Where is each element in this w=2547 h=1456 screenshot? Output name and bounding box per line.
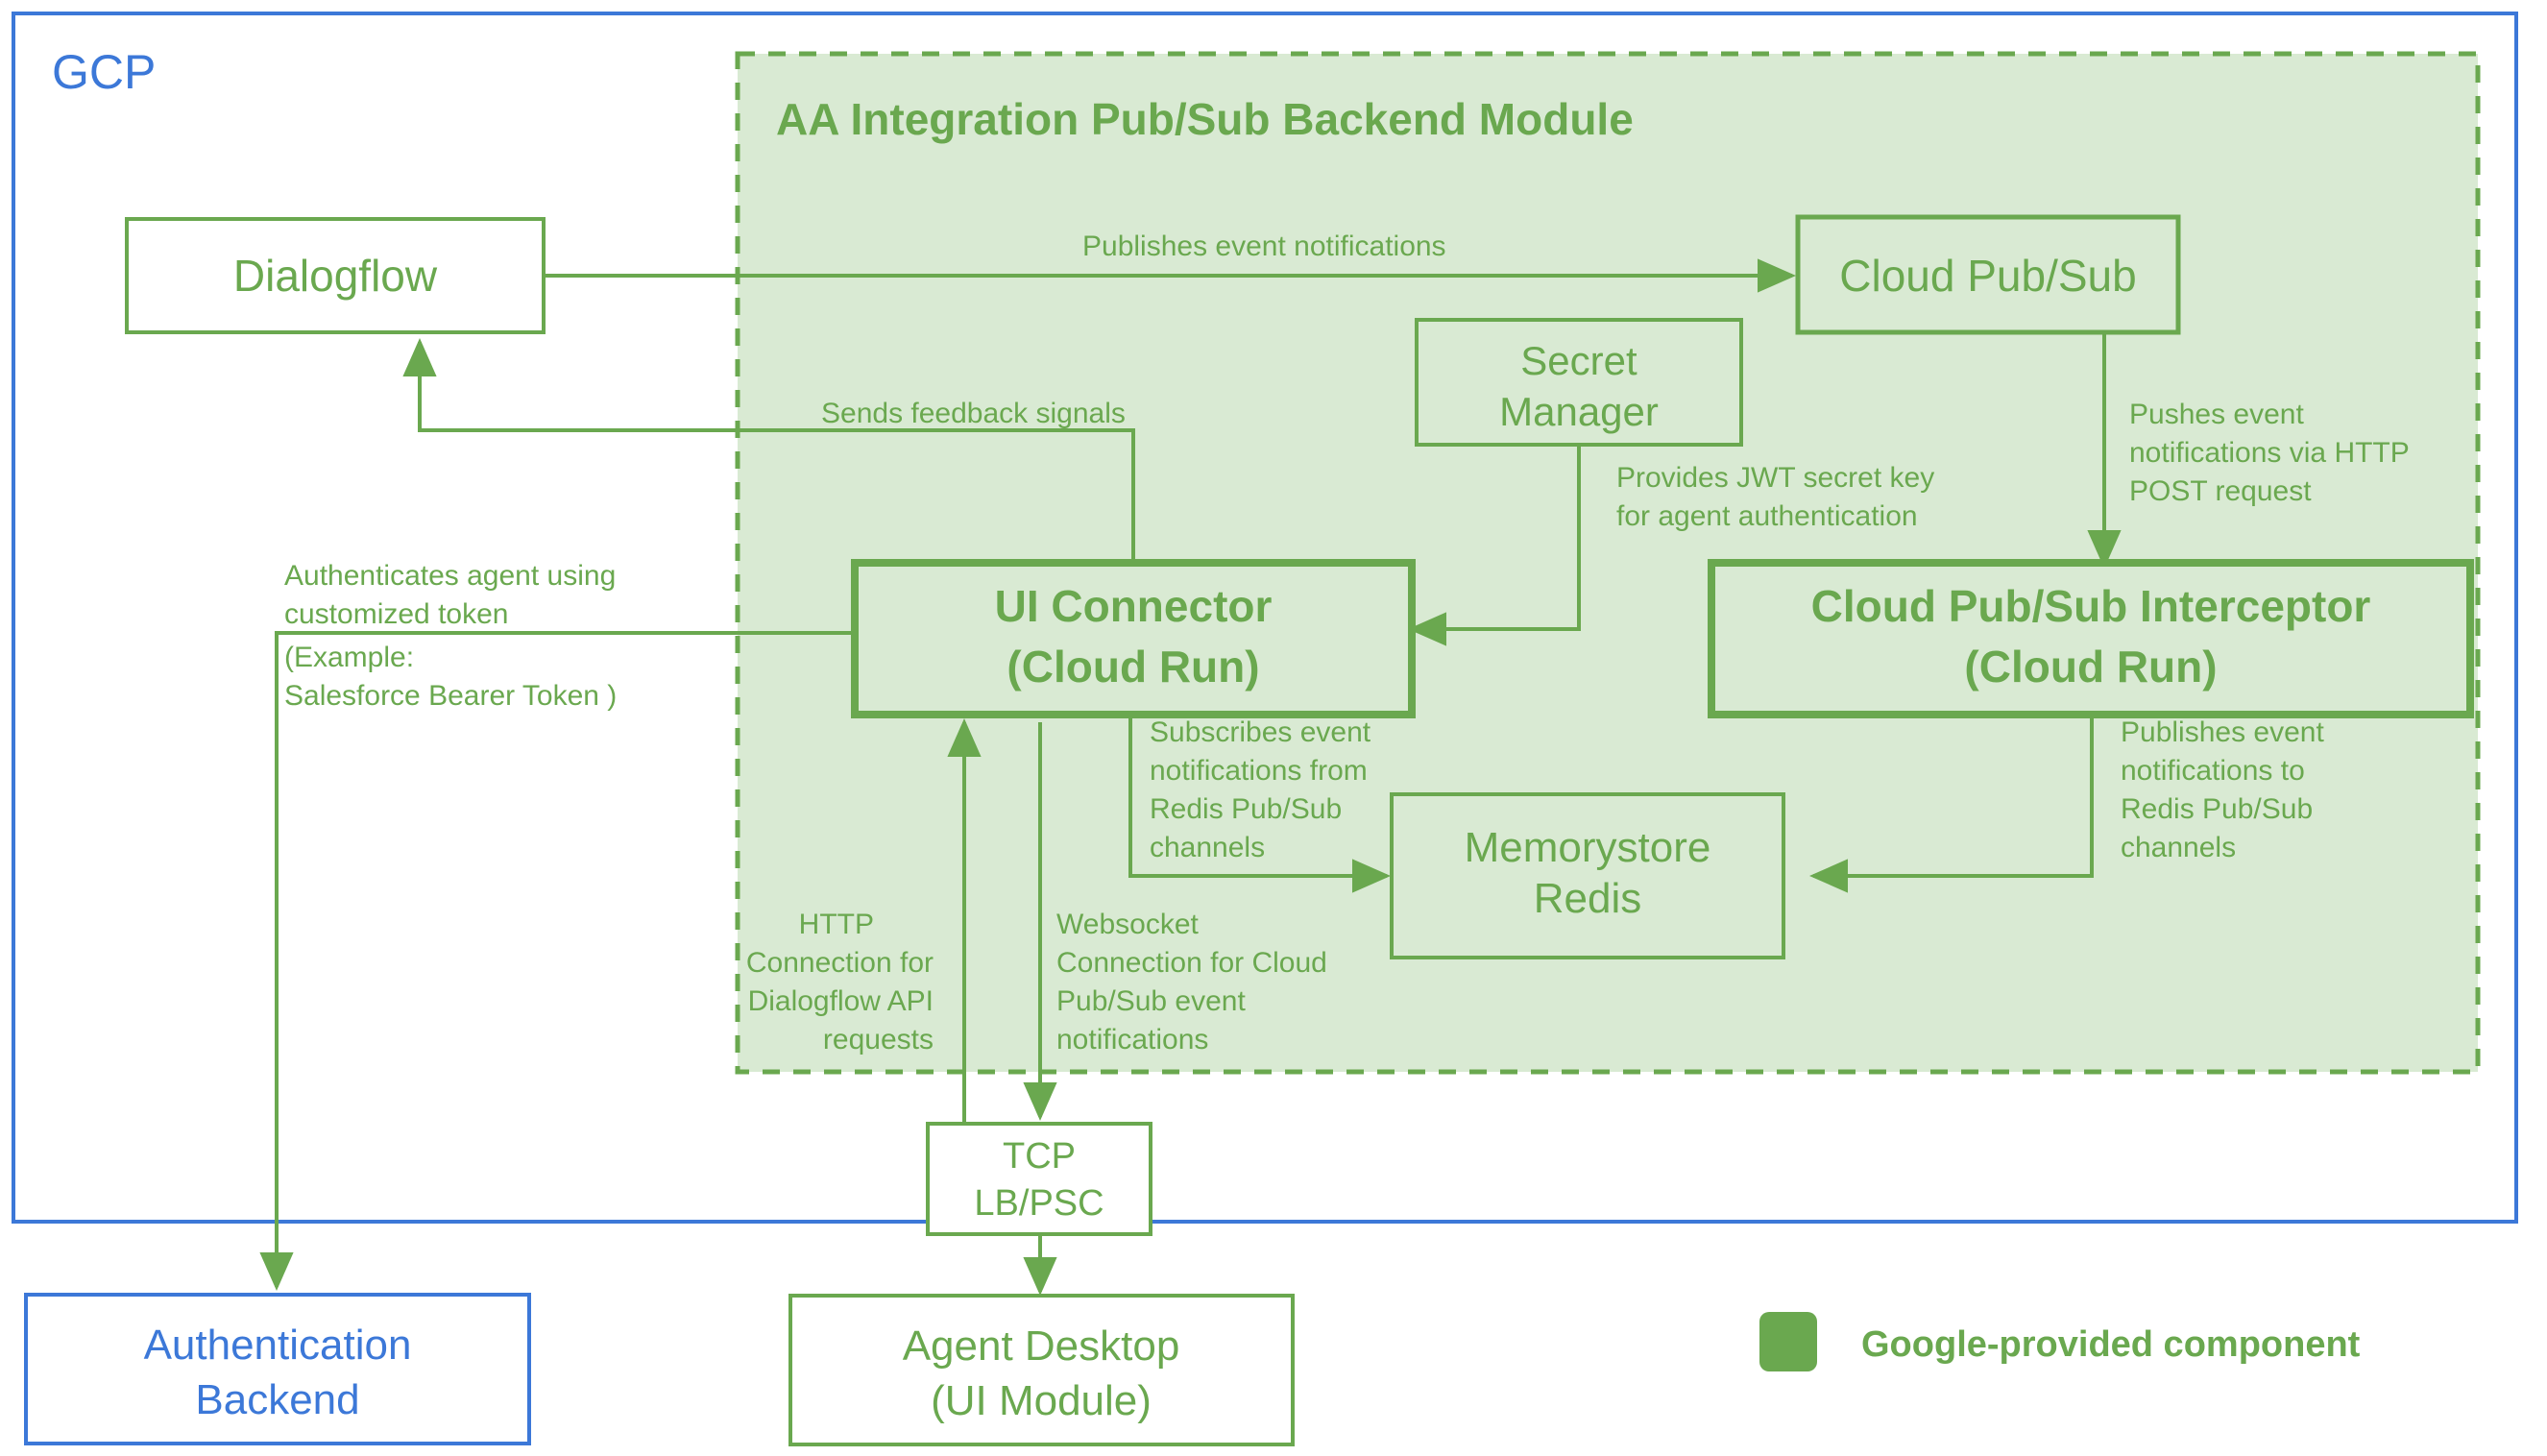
node-cloud-pubsub-label: Cloud Pub/Sub bbox=[1839, 251, 2136, 301]
node-dialogflow-label: Dialogflow bbox=[233, 251, 438, 301]
node-cloud-pubsub[interactable]: Cloud Pub/Sub bbox=[1795, 214, 2181, 335]
edge-label-websocket-3: Pub/Sub event bbox=[1056, 985, 1246, 1017]
edge-label-authenticates-1: Authenticates agent using bbox=[284, 560, 616, 592]
node-ui-connector-label-1: UI Connector bbox=[995, 581, 1273, 631]
edge-label-pushes-2: notifications via HTTP bbox=[2129, 437, 2410, 469]
node-cloud-pubsub-interceptor[interactable]: Cloud Pub/Sub Interceptor (Cloud Run) bbox=[1708, 559, 2474, 718]
edge-label-pushes-3: POST request bbox=[2129, 475, 2312, 507]
edge-label-publishes-event-notifications: Publishes event notifications bbox=[1082, 231, 1446, 262]
edge-interceptor-to-memorystore bbox=[1809, 713, 2094, 893]
edge-label-publishes-redis-1: Publishes event bbox=[2121, 716, 2324, 748]
edge-uiconnector-to-auth-backend bbox=[259, 631, 860, 1291]
edge-label-authenticates-2: customized token bbox=[284, 598, 508, 630]
edge-label-websocket-1: Websocket bbox=[1056, 909, 1200, 940]
node-dialogflow[interactable]: Dialogflow bbox=[125, 217, 546, 334]
node-secret-manager[interactable]: Secret Manager bbox=[1415, 318, 1743, 447]
edge-label-websocket-2: Connection for Cloud bbox=[1056, 947, 1327, 979]
node-memorystore-redis-label-2: Redis bbox=[1534, 875, 1642, 922]
edge-label-provides-jwt-2: for agent authentication bbox=[1616, 500, 1918, 532]
node-cloud-pubsub-interceptor-label-2: (Cloud Run) bbox=[1964, 642, 2217, 692]
node-authentication-backend-box[interactable] bbox=[24, 1293, 531, 1445]
edge-label-http-2: Connection for bbox=[746, 947, 934, 979]
node-memorystore-redis-label-1: Memorystore bbox=[1465, 824, 1711, 871]
node-tcp-lb-psc-label-2: LB/PSC bbox=[974, 1183, 1104, 1224]
node-secret-manager-box[interactable] bbox=[1415, 318, 1743, 447]
node-cloud-pubsub-interceptor-label-1: Cloud Pub/Sub Interceptor bbox=[1811, 581, 2371, 631]
node-tcp-lb-psc[interactable]: TCP LB/PSC bbox=[926, 1122, 1152, 1236]
gcp-label: GCP bbox=[52, 45, 156, 99]
node-tcp-lb-psc-box[interactable] bbox=[926, 1122, 1152, 1236]
node-ui-connector-box[interactable] bbox=[851, 559, 1416, 718]
edge-label-subscribes-1: Subscribes event bbox=[1150, 716, 1371, 748]
edge-label-subscribes-2: notifications from bbox=[1150, 755, 1368, 787]
node-tcp-lb-psc-label-1: TCP bbox=[1003, 1136, 1076, 1177]
node-agent-desktop[interactable]: Agent Desktop (UI Module) bbox=[788, 1294, 1295, 1446]
edge-uiconnector-to-memorystore bbox=[1128, 713, 1391, 893]
edge-secretmanager-to-uiconnector bbox=[1408, 445, 1581, 646]
edge-label-provides-jwt-1: Provides JWT secret key bbox=[1616, 462, 1934, 494]
node-authentication-backend-label-1: Authentication bbox=[144, 1322, 412, 1369]
edge-label-subscribes-3: Redis Pub/Sub bbox=[1150, 793, 1342, 825]
node-memorystore-redis-box[interactable] bbox=[1390, 792, 1785, 959]
node-agent-desktop-label-2: (UI Module) bbox=[931, 1377, 1152, 1424]
edge-label-websocket-4: notifications bbox=[1056, 1024, 1208, 1056]
node-dialogflow-box[interactable] bbox=[125, 217, 546, 334]
node-agent-desktop-box[interactable] bbox=[788, 1294, 1295, 1446]
legend-label: Google-provided component bbox=[1861, 1324, 2361, 1365]
edge-label-publishes-redis-4: channels bbox=[2121, 832, 2236, 863]
edge-label-sends-feedback-signals: Sends feedback signals bbox=[821, 398, 1126, 429]
node-authentication-backend-label-2: Backend bbox=[195, 1376, 359, 1423]
module-title: AA Integration Pub/Sub Backend Module bbox=[776, 94, 1634, 144]
node-ui-connector[interactable]: UI Connector (Cloud Run) bbox=[851, 559, 1416, 718]
edge-label-subscribes-4: channels bbox=[1150, 832, 1265, 863]
edge-label-publishes-redis-3: Redis Pub/Sub bbox=[2121, 793, 2313, 825]
edge-label-http-1: HTTP bbox=[799, 909, 874, 940]
legend-swatch-icon bbox=[1759, 1312, 1817, 1371]
edge-label-authenticates-3: (Example: bbox=[284, 642, 414, 673]
legend: Google-provided component bbox=[1759, 1312, 2361, 1371]
node-secret-manager-label-2: Manager bbox=[1499, 389, 1659, 434]
edge-label-pushes-1: Pushes event bbox=[2129, 399, 2304, 430]
node-ui-connector-label-2: (Cloud Run) bbox=[1007, 642, 1259, 692]
node-cloud-pubsub-interceptor-box[interactable] bbox=[1708, 559, 2474, 718]
edge-label-http-4: requests bbox=[823, 1024, 934, 1056]
edge-label-publishes-redis-2: notifications to bbox=[2121, 755, 2305, 787]
node-agent-desktop-label-1: Agent Desktop bbox=[903, 1323, 1180, 1370]
node-authentication-backend[interactable]: Authentication Backend bbox=[24, 1293, 531, 1445]
node-cloud-pubsub-box[interactable] bbox=[1795, 214, 2181, 335]
node-secret-manager-label-1: Secret bbox=[1520, 338, 1637, 383]
node-memorystore-redis[interactable]: Memorystore Redis bbox=[1390, 792, 1785, 959]
edge-uiconnector-to-dialogflow bbox=[402, 338, 1135, 567]
edge-label-http-3: Dialogflow API bbox=[748, 985, 934, 1017]
edge-label-authenticates-4: Salesforce Bearer Token ) bbox=[284, 680, 617, 712]
